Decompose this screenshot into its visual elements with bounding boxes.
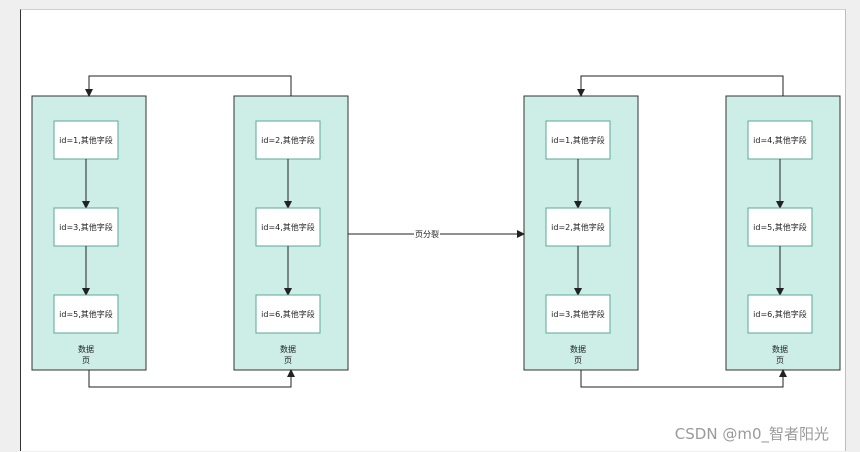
before-page-1-record-2-text: id=3,其他字段	[59, 222, 113, 232]
before-bottom-link	[88, 369, 295, 388]
before-page-1-label-line1: 数据	[78, 344, 94, 354]
before-page-1-record-3	[53, 294, 119, 334]
before-top-link	[85, 75, 292, 97]
after-page-2-record-2	[747, 207, 813, 247]
after-page-1-label-line1: 数据	[570, 344, 586, 354]
before-page-1-record-3-text: id=5,其他字段	[59, 309, 113, 319]
before-page-2-record-1	[255, 120, 321, 160]
before-page-1-label-line2: 页	[82, 356, 90, 365]
csdn-watermark: CSDN @m0_智者阳光	[674, 425, 829, 443]
split-label: 页分裂	[415, 229, 439, 239]
after-bottom-link	[580, 369, 787, 388]
before-page-2-record-2	[255, 207, 321, 247]
before-page-2-label-line2: 页	[284, 356, 292, 365]
after-page-1-record-1-text: id=1,其他字段	[551, 135, 605, 145]
after-page-1-record-2	[545, 207, 611, 247]
after-page-1-record-1	[545, 120, 611, 160]
split-label-background	[414, 229, 440, 239]
before-page-2-label-line1: 数据	[280, 344, 296, 354]
after-page-1-record-3	[545, 294, 611, 334]
after-page-1-label-line2: 页	[574, 356, 582, 365]
after-page-1-record-2-text: id=2,其他字段	[551, 222, 605, 232]
after-page-2-record-1	[747, 120, 813, 160]
after-page-2-record-2-text: id=5,其他字段	[753, 222, 807, 232]
before-page-2-record-3	[255, 294, 321, 334]
before-page-1-record-1-text: id=1,其他字段	[59, 135, 113, 145]
after-page-2-record-3-text: id=6,其他字段	[753, 309, 807, 319]
after-page-2-label-line1: 数据	[772, 344, 788, 354]
after-top-link	[577, 75, 784, 97]
after-page-2-record-1-text: id=4,其他字段	[753, 135, 807, 145]
before-page-2-record-2-text: id=4,其他字段	[261, 222, 315, 232]
before-page-1-record-1	[53, 120, 119, 160]
after-page-1-record-3-text: id=3,其他字段	[551, 309, 605, 319]
after-page-2-record-3	[747, 294, 813, 334]
before-page-2-record-1-text: id=2,其他字段	[261, 135, 315, 145]
after-page-2-label-line2: 页	[776, 356, 784, 365]
page-split-diagram: id=1,其他字段id=3,其他字段id=5,其他字段数据页id=2,其他字段i…	[31, 75, 841, 388]
before-page-2-record-3-text: id=6,其他字段	[261, 309, 315, 319]
